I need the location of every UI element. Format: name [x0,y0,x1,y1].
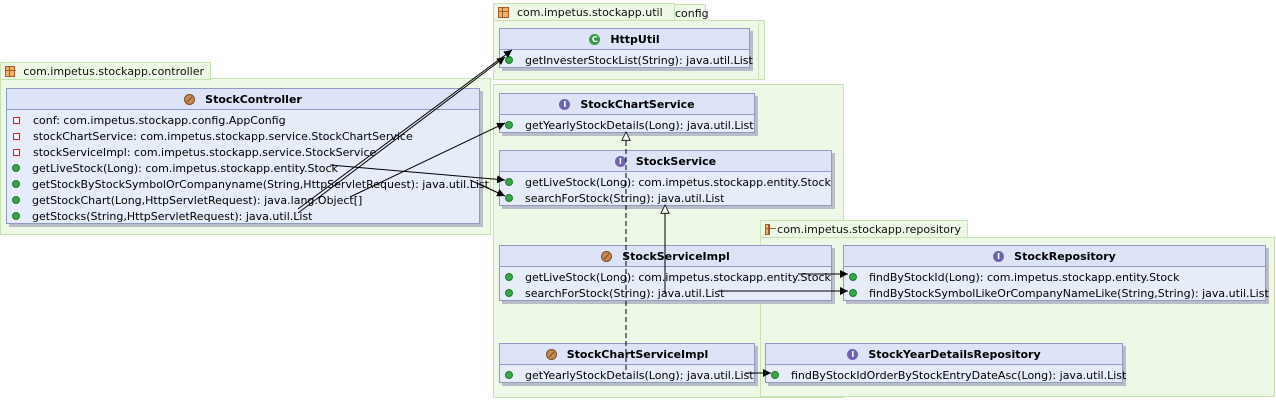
interface-icon: I [559,98,571,110]
class-name: StockChartService [580,97,695,111]
repository-package-tab[interactable]: com.impetus.stockapp.repository [760,220,968,238]
call-arrow [297,56,506,214]
private-field-square [13,116,20,124]
call-arrow [329,164,506,184]
public-member-dot [505,371,513,379]
public-member-dot [12,196,20,204]
stock-chart-service-interface[interactable]: I StockChartService getYearlyStockDetail… [499,93,755,133]
public-member-dot [771,371,779,379]
class-icon [601,250,613,262]
method-row[interactable]: getStockChart(Long,HttpServletRequest): … [7,192,479,208]
util-package-tab[interactable]: com.impetus.stockapp.util [493,3,675,21]
method-row[interactable]: searchForStock(String): java.util.List [500,190,831,206]
stock-chart-service-impl-class[interactable]: StockChartServiceImpl getYearlyStockDeta… [499,343,755,383]
call-arrow [469,179,506,197]
stock-service-interface[interactable]: I StockService getLiveStock(Long): com.i… [499,150,832,206]
public-member-dot [12,164,20,172]
class-name: StockServiceImpl [622,249,730,263]
class-icon: C [589,33,601,45]
public-member-dot [505,178,513,186]
http-util-class[interactable]: C HttpUtil getInvesterStockList(String):… [499,28,753,68]
public-member-dot [12,212,20,220]
public-member-dot [505,194,513,202]
method-row[interactable]: getStockByStockSymbolOrCompanyname(Strin… [7,176,489,192]
class-header: I StockService [500,151,831,172]
package-icon [765,223,777,235]
class-name: StockRepository [1014,249,1116,263]
public-member-dot [849,273,857,281]
class-name: HttpUtil [610,32,660,46]
interface-icon: I [847,348,859,360]
public-member-dot [505,289,513,297]
call-arrow [349,122,506,198]
method-row[interactable]: findByStockIdOrderByStockEntryDateAsc(Lo… [766,367,1126,383]
method-row[interactable]: getYearlyStockDetails(Long): java.util.L… [500,367,754,383]
stock-year-details-repository-interface[interactable]: I StockYearDetailsRepository findByStock… [765,343,1126,383]
method-row[interactable]: getLiveStock(Long): com.impetus.stockapp… [7,160,479,176]
stock-repository-interface[interactable]: I StockRepository findByStockId(Long): c… [843,245,1269,301]
class-header: StockChartServiceImpl [500,344,754,365]
package-label: com.impetus.stockapp.controller [23,64,204,78]
public-member-dot [12,180,20,188]
class-name: StockService [635,154,717,168]
package-icon [498,6,509,18]
private-field-square [13,132,20,140]
method-row[interactable]: getLiveStock(Long): com.impetus.stockapp… [500,174,831,190]
class-icon [184,93,196,105]
controller-package-tab[interactable]: com.impetus.stockapp.controller [0,62,211,80]
class-name: StockYearDetailsRepository [868,347,1041,361]
public-member-dot [849,289,857,297]
method-row[interactable]: findByStockId(Long): com.impetus.stockap… [844,269,1265,285]
field-row[interactable]: stockServiceImpl: com.impetus.stockapp.s… [7,144,479,160]
class-header: I StockYearDetailsRepository [766,344,1122,365]
call-arrow [297,49,513,210]
interface-icon: I [614,155,626,167]
stock-controller-class[interactable]: StockController conf: com.impetus.stocka… [6,88,489,224]
class-icon [545,348,557,360]
method-row[interactable]: findByStockSymbolLikeOrCompanyNameLike(S… [844,285,1269,301]
class-name: StockChartServiceImpl [566,347,709,361]
class-name: StockController [205,92,302,106]
package-label: com.impetus.stockapp.repository [777,222,961,236]
class-header: I StockChartService [500,94,754,115]
package-icon [5,65,17,77]
class-header: StockController [7,89,479,110]
method-row[interactable]: getYearlyStockDetails(Long): java.util.L… [500,117,754,133]
interface-icon: I [993,250,1005,262]
public-member-dot [505,121,513,129]
package-label: com.impetus.stockapp.util [517,5,663,19]
method-row[interactable]: getStocks(String,HttpServletRequest): ja… [7,208,479,224]
field-row[interactable]: stockChartService: com.impetus.stockapp.… [7,128,479,144]
method-row[interactable]: searchForStock(String): java.util.List [500,285,831,301]
package-label: config [675,6,709,20]
field-row[interactable]: conf: com.impetus.stockapp.config.AppCon… [7,112,479,128]
public-member-dot [505,273,513,281]
private-field-square [13,148,20,156]
method-row[interactable]: getLiveStock(Long): com.impetus.stockapp… [500,269,831,285]
class-header: I StockRepository [844,246,1265,267]
class-header: C HttpUtil [500,29,749,50]
